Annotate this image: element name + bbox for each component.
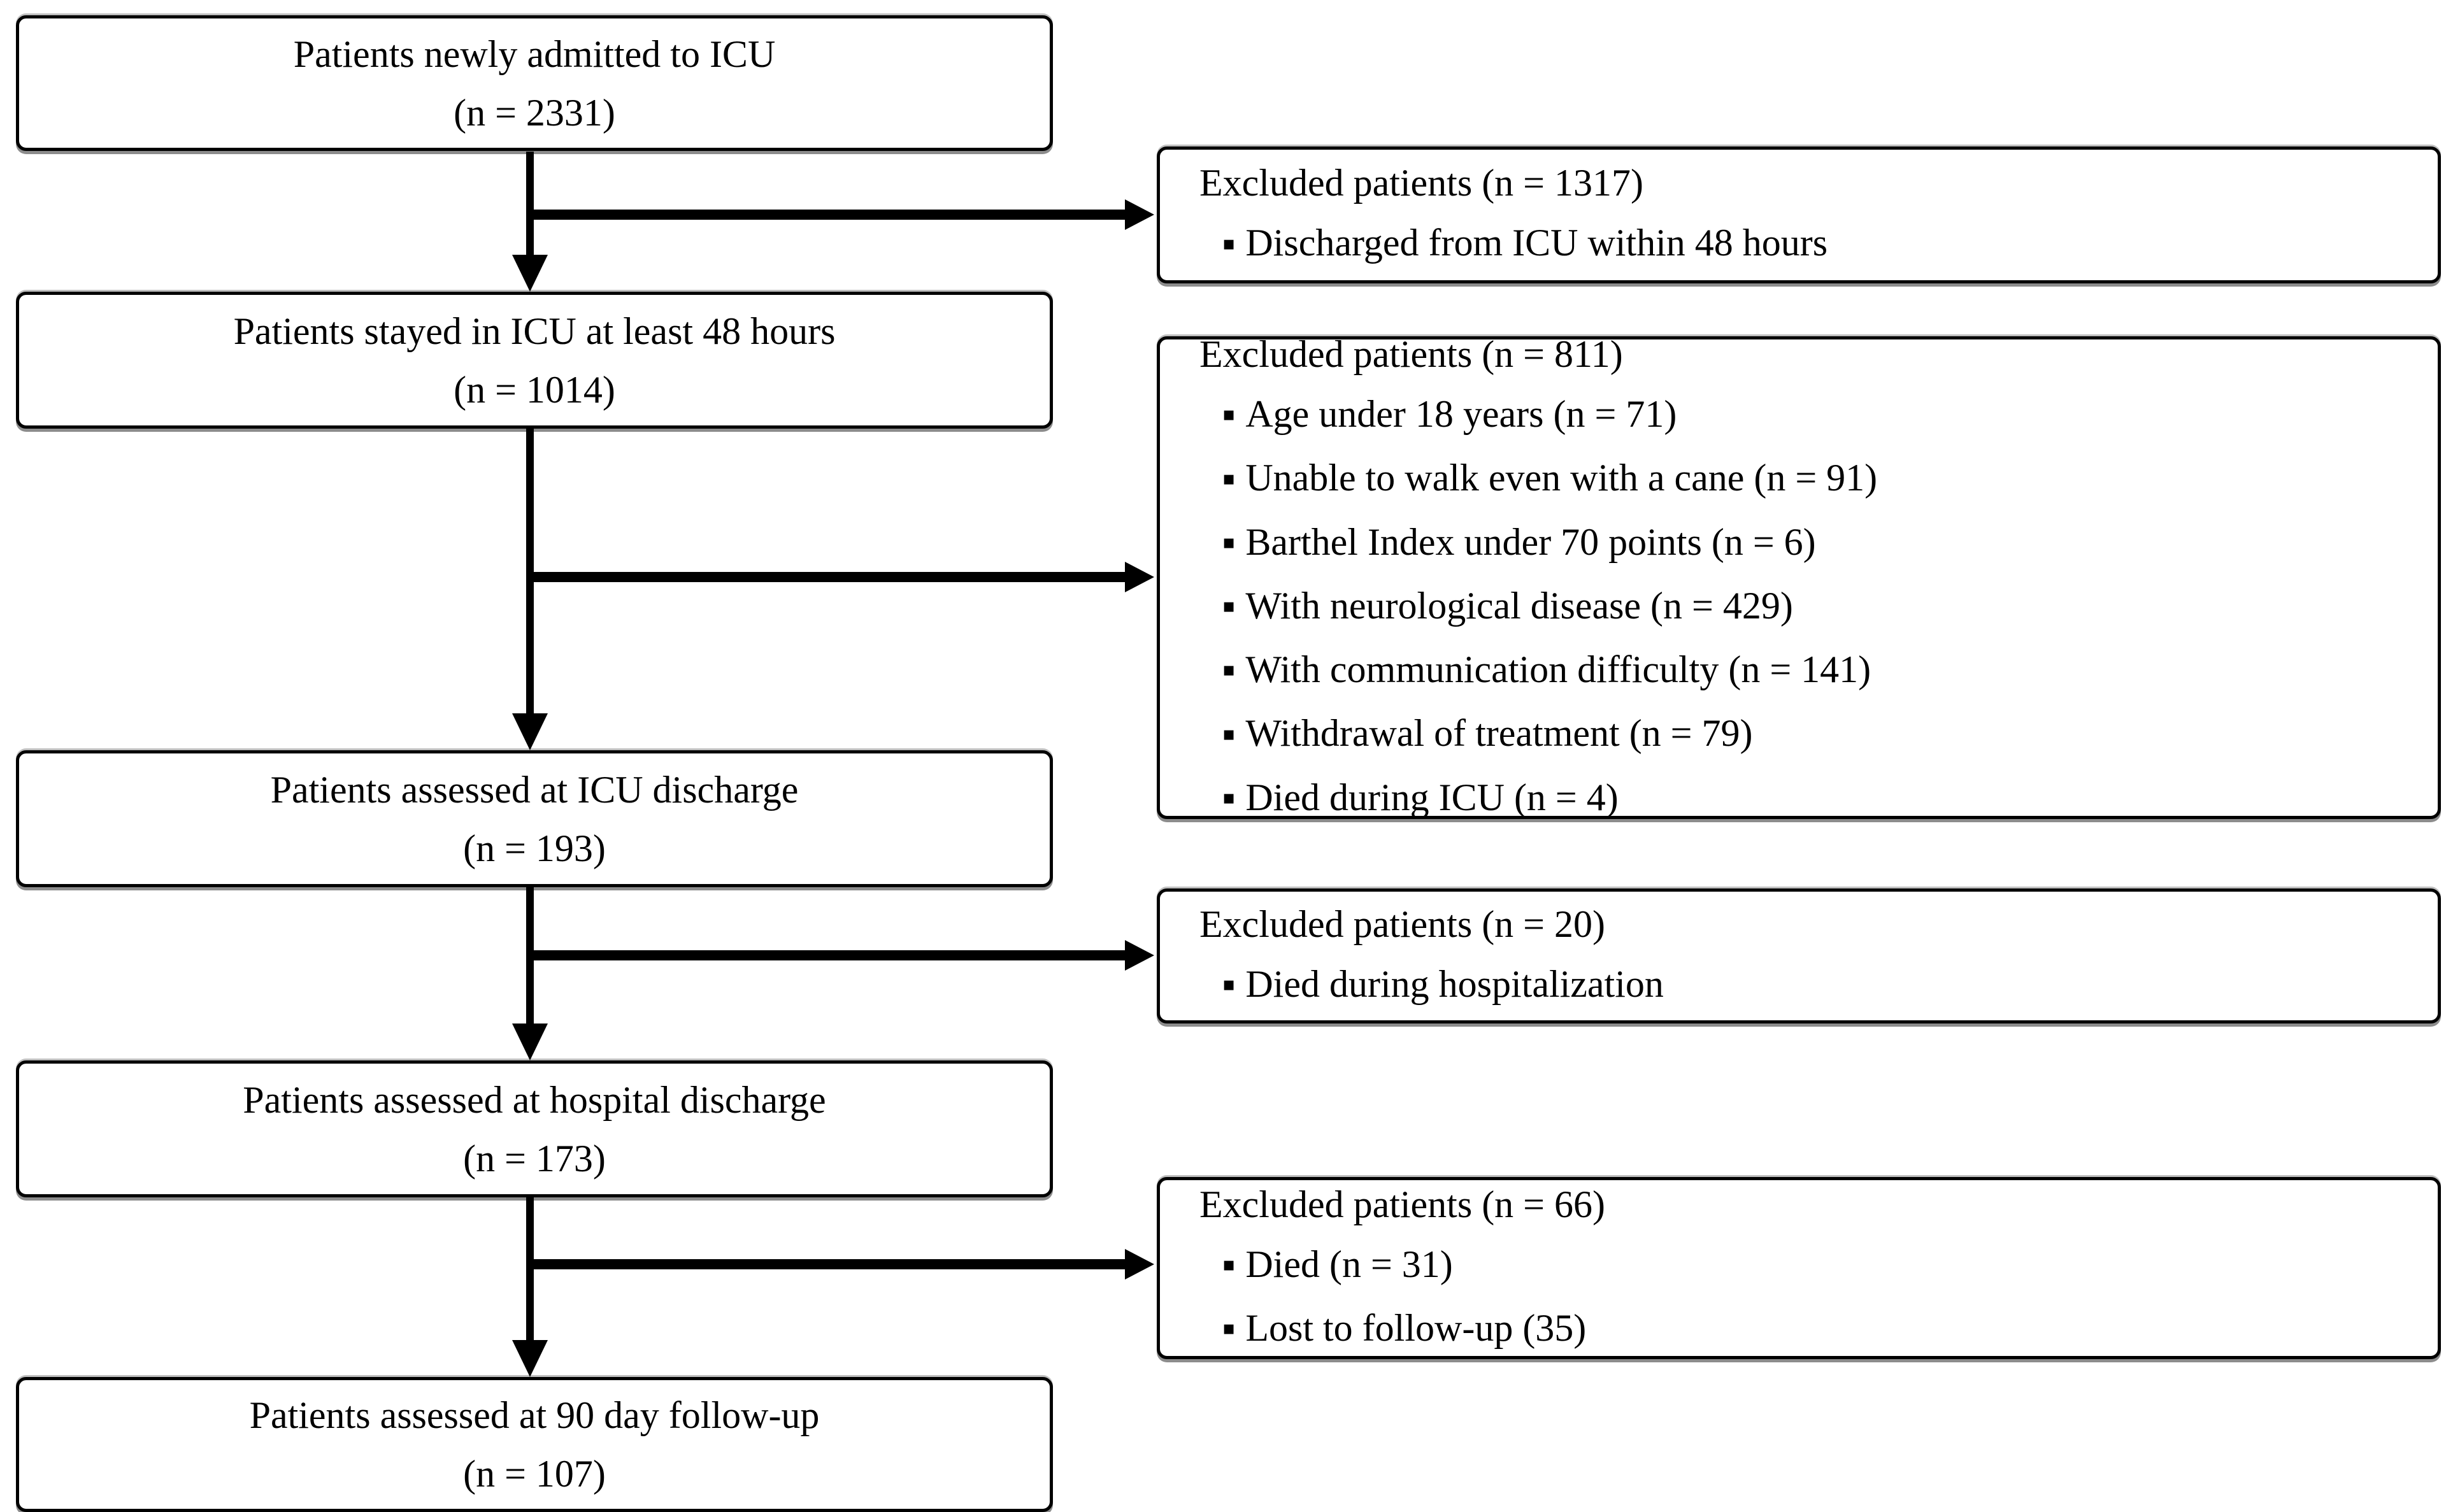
arrowhead-right-icon [1125,199,1154,230]
bullet-icon: ▪ [1222,786,1236,809]
exclusion-item-text: Died during hospitalization [1245,962,1664,1005]
exclusion-item-text: With neurological disease (n = 429) [1245,584,1793,627]
bullet-icon: ▪ [1222,1253,1236,1276]
flow-box-count: (n = 1014) [454,368,615,411]
flow-box-admitted: Patients newly admitted to ICU (n = 2331… [16,15,1053,151]
flow-box-title: Patients newly admitted to ICU [293,32,776,75]
branch-arrow-4 [530,1259,1126,1269]
flow-box-title: Patients assessed at ICU discharge [270,768,799,811]
excluded-box-4: Excluded patients (n = 66) ▪ Died (n = 31… [1157,1177,2441,1359]
excluded-box-3: Excluded patients (n = 20) ▪ Died during … [1157,888,2441,1023]
arrowhead-down-icon [512,255,548,292]
exclusion-item-text: Died during ICU (n = 4) [1245,776,1619,818]
arrowhead-right-icon [1125,562,1154,592]
flow-box-count: (n = 193) [463,827,606,869]
exclusion-header: Excluded patients (n = 811) [1199,333,1623,376]
bullet-icon: ▪ [1222,531,1236,553]
bullet-icon: ▪ [1222,973,1236,996]
branch-arrow-2 [530,572,1126,582]
bullet-icon: ▪ [1222,659,1236,681]
arrowhead-right-icon [1125,940,1154,971]
exclusion-item: ▪ Age under 18 years (n = 71) [1160,384,2438,448]
arrowhead-right-icon [1125,1249,1154,1280]
exclusion-item-text: Unable to walk even with a cane (n = 91) [1245,457,1878,499]
flow-box-count: (n = 2331) [454,91,615,134]
bullet-icon: ▪ [1222,595,1236,618]
flow-box-hospital-discharge: Patients assessed at hospital discharge … [16,1060,1053,1197]
exclusion-header: Excluded patients (n = 66) [1199,1183,1606,1225]
exclusion-item-text: Lost to follow-up (35) [1245,1307,1587,1349]
bullet-icon: ▪ [1222,403,1236,426]
exclusion-item: ▪ Died during ICU (n = 4) [1160,767,2438,831]
exclusion-header: Excluded patients (n = 1317) [1199,162,1644,204]
flow-box-title: Patients stayed in ICU at least 48 hours [233,310,836,352]
branch-arrow-1 [530,210,1126,220]
exclusion-item: ▪ Barthel Index under 70 points (n = 6) [1160,512,2438,576]
exclusion-item: ▪ Withdrawal of treatment (n = 79) [1160,703,2438,767]
down-arrow-1 [526,152,534,257]
exclusion-item-text: Barthel Index under 70 points (n = 6) [1245,520,1816,563]
excluded-box-2: Excluded patients (n = 811) ▪ Age under 1… [1157,333,2441,819]
exclusion-item: ▪ Died (n = 31) [1160,1234,2438,1298]
exclusion-item-text: With communication difficulty (n = 141) [1245,648,1871,691]
bullet-icon: ▪ [1222,1317,1236,1340]
arrowhead-down-icon [512,1023,548,1060]
excluded-box-1: Excluded patients (n = 1317) ▪ Discharged… [1157,146,2441,283]
flow-box-stayed-48h: Patients stayed in ICU at least 48 hours… [16,292,1053,429]
down-arrow-2 [526,427,534,713]
flow-box-count: (n = 173) [463,1137,606,1180]
arrowhead-down-icon [512,713,548,750]
exclusion-item: ▪ Unable to walk even with a cane (n = 91… [1160,448,2438,511]
exclusion-item: ▪ With communication difficulty (n = 141) [1160,639,2438,703]
flow-box-icu-discharge: Patients assessed at ICU discharge (n = … [16,750,1053,887]
flow-box-title: Patients assessed at 90 day follow-up [249,1394,820,1436]
exclusion-item-text: Discharged from ICU within 48 hours [1245,222,1828,264]
arrowhead-down-icon [512,1340,548,1377]
bullet-icon: ▪ [1222,232,1236,255]
flow-box-90day-followup: Patients assessed at 90 day follow-up (n… [16,1377,1053,1512]
flow-box-title: Patients assessed at hospital discharge [243,1078,826,1121]
exclusion-item: ▪ With neurological disease (n = 429) [1160,576,2438,639]
exclusion-item-text: Age under 18 years (n = 71) [1245,393,1677,436]
exclusion-header: Excluded patients (n = 20) [1199,902,1606,945]
exclusion-item: ▪ Died during hospitalization [1160,954,2438,1018]
exclusion-item-text: Withdrawal of treatment (n = 79) [1245,712,1753,755]
bullet-icon: ▪ [1222,467,1236,490]
branch-arrow-3 [530,950,1126,960]
flow-box-count: (n = 107) [463,1453,606,1495]
exclusion-item: ▪ Discharged from ICU within 48 hours [1160,213,2438,276]
exclusion-item-text: Died (n = 31) [1245,1243,1453,1285]
bullet-icon: ▪ [1222,722,1236,745]
exclusion-item: ▪ Lost to follow-up (35) [1160,1298,2438,1362]
